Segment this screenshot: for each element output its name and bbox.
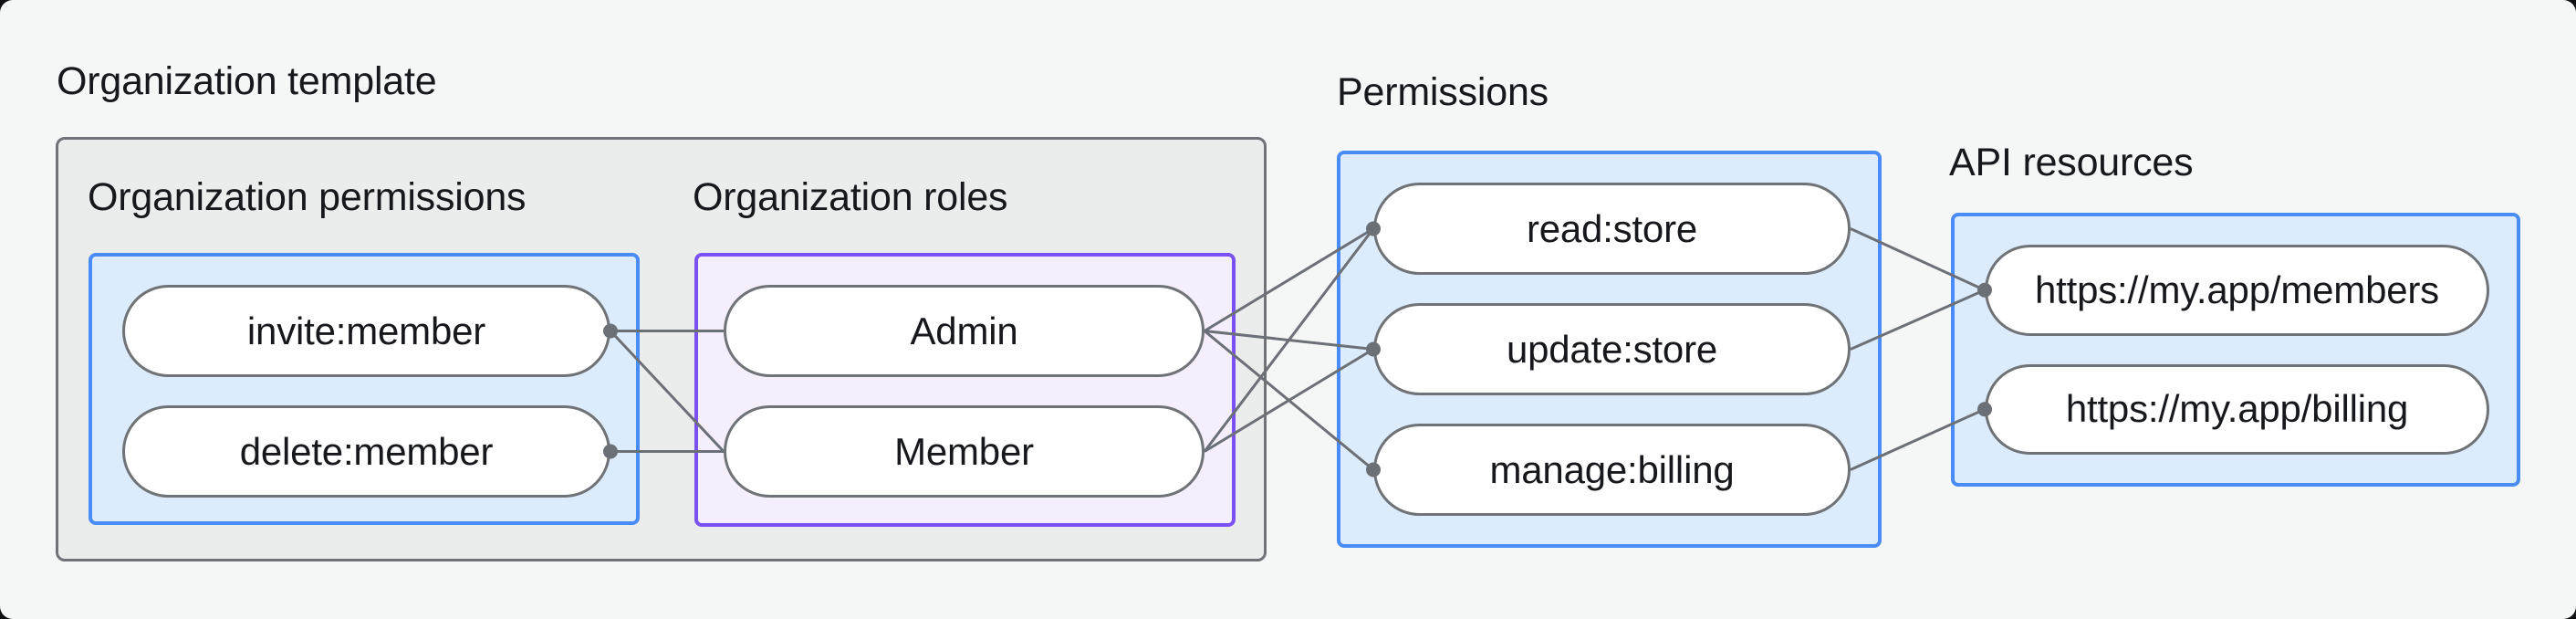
node-admin: Admin [724,285,1205,377]
node-update-store: update:store [1373,303,1851,395]
node-invite-member: invite:member [122,285,610,377]
org-permissions-title: Organization permissions [88,175,527,219]
node-label: https://my.app/members [2035,268,2439,311]
node-read-store: read:store [1373,183,1851,275]
node-label: https://my.app/billing [2065,387,2409,431]
api-resources-title: API resources [1949,141,2194,184]
permissions-group: read:store update:store manage:billing [1337,151,1882,548]
node-label: Member [894,429,1034,473]
node-label: delete:member [239,429,494,473]
node-label: Admin [910,309,1018,352]
node-members-url: https://my.app/members [1985,245,2489,336]
org-roles-group: Admin Member [694,253,1236,527]
node-label: invite:member [246,309,486,352]
api-resources-group: https://my.app/members https://my.app/bi… [1951,213,2520,487]
permissions-title: Permissions [1337,70,1549,114]
node-label: update:store [1506,327,1718,371]
org-template-title: Organization template [57,59,437,103]
node-manage-billing: manage:billing [1373,424,1851,516]
node-billing-url: https://my.app/billing [1985,363,2489,455]
org-permissions-group: invite:member delete:member [89,253,640,525]
org-roles-title: Organization roles [693,175,1008,219]
node-member: Member [724,405,1205,498]
node-label: manage:billing [1489,447,1735,491]
node-label: read:store [1526,206,1698,250]
node-delete-member: delete:member [122,405,610,498]
